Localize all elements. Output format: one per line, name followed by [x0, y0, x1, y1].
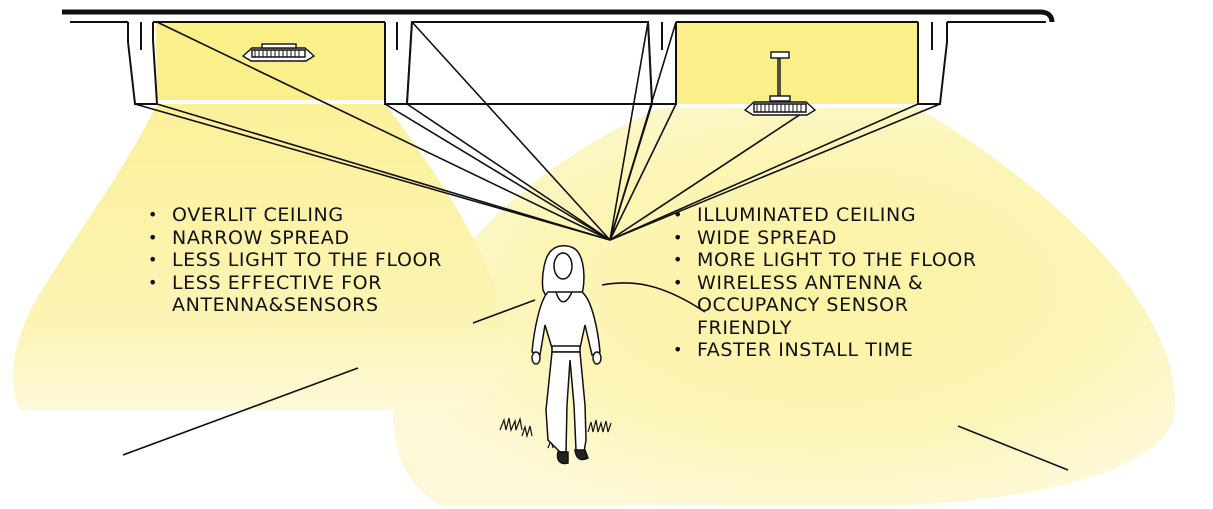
pendant-light-fixture-icon: [743, 51, 817, 116]
left-leader-line: [472, 299, 536, 324]
person-icon: [499, 245, 612, 465]
grass: [499, 416, 612, 449]
left-floor-line: [122, 367, 359, 456]
left-point: Less light to the floor: [142, 249, 472, 272]
right-point: More light to the floor: [667, 249, 997, 272]
right-point: Illuminated ceiling: [667, 204, 997, 227]
right-floor-line: [957, 425, 1069, 471]
left-point: Narrow spread: [142, 227, 472, 250]
left-point: Overlit ceiling: [142, 204, 472, 227]
ceiling-light-fixture-icon: [241, 43, 316, 62]
left-fixture-points: Overlit ceiling Narrow spread Less light…: [142, 204, 472, 317]
right-fixture-points: Illuminated ceiling Wide spread More lig…: [667, 204, 997, 362]
right-point: Faster install time: [667, 339, 997, 362]
right-ceiling-bay: [676, 22, 918, 104]
sight-lines: [134, 21, 941, 241]
right-point: Wireless antenna & occupancy sensor frie…: [667, 272, 997, 340]
left-point: Less effective for antenna&sensors: [142, 272, 472, 317]
right-point: Wide spread: [667, 227, 997, 250]
